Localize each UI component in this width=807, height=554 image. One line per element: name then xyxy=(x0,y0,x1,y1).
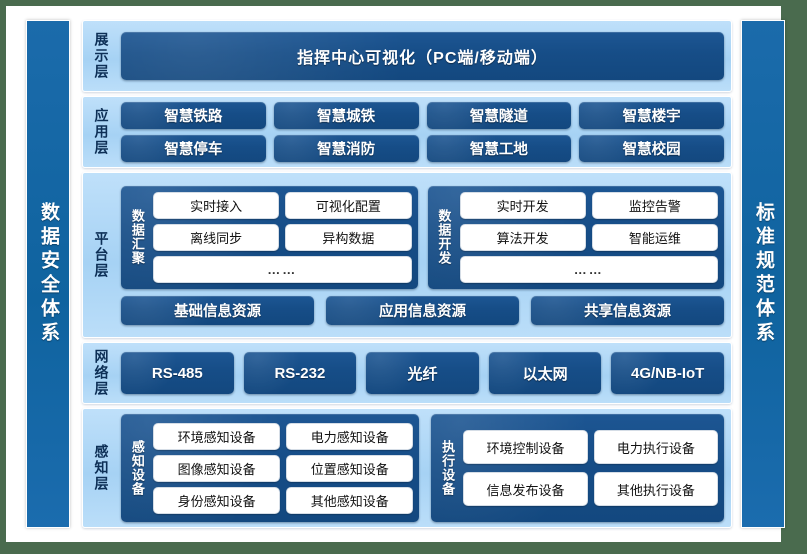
side-band-data-security: 数据安全体系 xyxy=(26,20,70,528)
resource-shared-information[interactable]: 共享信息资源 xyxy=(531,295,724,325)
layer-platform: 平台层 数据汇聚 实时接入 可视化配置 xyxy=(82,172,732,338)
app-item-smart-parking[interactable]: 智慧停车 xyxy=(121,135,266,162)
network-item-rs232[interactable]: RS-232 xyxy=(243,352,357,394)
layer-network-label-box: 网络层 xyxy=(83,343,119,403)
layer-network-label: 网络层 xyxy=(93,349,110,397)
resource-application-information[interactable]: 应用信息资源 xyxy=(326,295,519,325)
chip-monitoring-alarm[interactable]: 监控告警 xyxy=(591,191,718,219)
layer-stack: 展示层 指挥中心可视化（PC端/移动端） 应用层 智慧铁路 智慧城铁 智慧隧道 … xyxy=(82,20,732,528)
layer-application-label-box: 应用层 xyxy=(83,97,119,167)
sensing-group-2-title-box: 执行设备 xyxy=(437,420,457,516)
layer-sensing-label-box: 感知层 xyxy=(83,409,119,527)
chip-realtime-development[interactable]: 实时开发 xyxy=(459,191,586,219)
chip-algorithm-development[interactable]: 算法开发 xyxy=(459,223,586,251)
app-item-smart-railway[interactable]: 智慧铁路 xyxy=(121,102,266,129)
platform-resources-row: 基础信息资源 应用信息资源 共享信息资源 xyxy=(121,295,724,325)
sensing-group-sensing-devices: 感知设备 环境感知设备 电力感知设备 图像感知设备 位置感知设备 xyxy=(121,414,419,522)
chip-power-actuator-device[interactable]: 电力执行设备 xyxy=(593,430,718,464)
layer-display-body: 指挥中心可视化（PC端/移动端） xyxy=(119,21,731,91)
chip-information-release-device[interactable]: 信息发布设备 xyxy=(463,472,588,506)
chip-development-more[interactable]: …… xyxy=(459,255,718,283)
sensing-group-1-title-box: 感知设备 xyxy=(127,420,147,516)
platform-group-1-row-2: 离线同步 异构数据 xyxy=(153,223,412,251)
platform-group-2-row-1: 实时开发 监控告警 xyxy=(459,191,718,219)
platform-group-data-aggregation: 数据汇聚 实时接入 可视化配置 离线同步 异构数据 xyxy=(121,186,418,289)
sensing-groups: 感知设备 环境感知设备 电力感知设备 图像感知设备 位置感知设备 xyxy=(121,414,724,522)
sensing-group-1-row-2: 图像感知设备 位置感知设备 xyxy=(153,454,414,482)
resource-basic-information[interactable]: 基础信息资源 xyxy=(121,295,314,325)
platform-group-data-development: 数据开发 实时开发 监控告警 算法开发 智能运维 xyxy=(428,186,725,289)
network-items-row: RS-485 RS-232 光纤 以太网 4G/NB-IoT xyxy=(121,352,724,394)
layer-platform-label-box: 平台层 xyxy=(83,173,119,337)
app-item-smart-tunnel[interactable]: 智慧隧道 xyxy=(426,102,572,129)
platform-group-1-row-1: 实时接入 可视化配置 xyxy=(153,191,412,219)
layer-display-label: 展示层 xyxy=(93,32,110,80)
side-band-standard-specification: 标准规范体系 xyxy=(741,20,785,528)
sensing-group-2-title: 执行设备 xyxy=(440,440,456,496)
network-item-rs485[interactable]: RS-485 xyxy=(121,352,234,394)
layer-sensing: 感知层 感知设备 环境感知设备 电力感知设备 xyxy=(82,408,732,528)
platform-group-2-row-2: 算法开发 智能运维 xyxy=(459,223,718,251)
layer-sensing-label: 感知层 xyxy=(93,444,110,492)
display-banner[interactable]: 指挥中心可视化（PC端/移动端） xyxy=(121,32,724,80)
platform-group-1-title-box: 数据汇聚 xyxy=(127,192,147,283)
sensing-group-1-row-3: 身份感知设备 其他感知设备 xyxy=(153,486,414,514)
layer-network: 网络层 RS-485 RS-232 光纤 以太网 4G/NB-IoT xyxy=(82,342,732,404)
chip-power-sensing-device[interactable]: 电力感知设备 xyxy=(286,422,414,450)
sensing-group-1-grid: 环境感知设备 电力感知设备 图像感知设备 位置感知设备 身份感知设备 其他感知设… xyxy=(153,420,414,516)
platform-group-1-row-3: …… xyxy=(153,255,412,283)
network-item-fiber[interactable]: 光纤 xyxy=(366,352,479,394)
network-item-4g-nbiot[interactable]: 4G/NB-IoT xyxy=(611,352,724,394)
chip-image-sensing-device[interactable]: 图像感知设备 xyxy=(153,454,281,482)
platform-group-2-title: 数据开发 xyxy=(436,209,452,265)
platform-group-2-title-box: 数据开发 xyxy=(434,192,454,283)
layer-display: 展示层 指挥中心可视化（PC端/移动端） xyxy=(82,20,732,92)
diagram-canvas: 数据安全体系 标准规范体系 展示层 指挥中心可视化（PC端/移动端） 应用层 智… xyxy=(6,6,785,542)
chip-environment-sensing-device[interactable]: 环境感知设备 xyxy=(153,422,281,450)
layer-platform-label: 平台层 xyxy=(93,231,110,279)
chip-offline-sync[interactable]: 离线同步 xyxy=(153,223,280,251)
app-item-smart-campus[interactable]: 智慧校园 xyxy=(579,135,724,162)
sensing-group-1-title: 感知设备 xyxy=(129,440,145,496)
chip-identity-sensing-device[interactable]: 身份感知设备 xyxy=(153,486,281,514)
sensing-group-2-grid: 环境控制设备 电力执行设备 信息发布设备 其他执行设备 xyxy=(463,420,718,516)
platform-group-2-row-3: …… xyxy=(459,255,718,283)
application-row-1: 智慧铁路 智慧城铁 智慧隧道 智慧楼宇 xyxy=(121,102,724,129)
chip-visual-config[interactable]: 可视化配置 xyxy=(285,191,412,219)
chip-intelligent-ops[interactable]: 智能运维 xyxy=(591,223,718,251)
layer-platform-body: 数据汇聚 实时接入 可视化配置 离线同步 异构数据 xyxy=(119,173,731,337)
platform-group-1-title: 数据汇聚 xyxy=(129,209,145,265)
chip-other-actuator-device[interactable]: 其他执行设备 xyxy=(593,472,718,506)
layer-application-label: 应用层 xyxy=(93,108,110,156)
chip-realtime-ingest[interactable]: 实时接入 xyxy=(153,191,280,219)
layer-network-body: RS-485 RS-232 光纤 以太网 4G/NB-IoT xyxy=(119,343,731,403)
platform-groups: 数据汇聚 实时接入 可视化配置 离线同步 异构数据 xyxy=(121,186,724,289)
chip-environment-control-device[interactable]: 环境控制设备 xyxy=(463,430,588,464)
network-item-ethernet[interactable]: 以太网 xyxy=(488,352,602,394)
layer-application: 应用层 智慧铁路 智慧城铁 智慧隧道 智慧楼宇 智慧停车 智慧消防 智慧工地 智… xyxy=(82,96,732,168)
layer-application-body: 智慧铁路 智慧城铁 智慧隧道 智慧楼宇 智慧停车 智慧消防 智慧工地 智慧校园 xyxy=(119,97,731,167)
chip-other-sensing-device[interactable]: 其他感知设备 xyxy=(286,486,414,514)
platform-group-2-grid: 实时开发 监控告警 算法开发 智能运维 …… xyxy=(459,191,718,283)
app-item-smart-building[interactable]: 智慧楼宇 xyxy=(579,102,724,129)
layer-display-label-box: 展示层 xyxy=(83,21,119,91)
sensing-group-2-row-1: 环境控制设备 电力执行设备 xyxy=(463,430,718,464)
app-item-smart-metro[interactable]: 智慧城铁 xyxy=(273,102,419,129)
chip-position-sensing-device[interactable]: 位置感知设备 xyxy=(286,454,414,482)
layer-sensing-body: 感知设备 环境感知设备 电力感知设备 图像感知设备 位置感知设备 xyxy=(119,409,731,527)
sensing-group-2-row-2: 信息发布设备 其他执行设备 xyxy=(463,472,718,506)
app-item-smart-construction[interactable]: 智慧工地 xyxy=(426,135,572,162)
sensing-group-actuator-devices: 执行设备 环境控制设备 电力执行设备 信息发布设备 其他执行设备 xyxy=(431,414,724,522)
chip-aggregation-more[interactable]: …… xyxy=(153,255,412,283)
chip-heterogeneous-data[interactable]: 异构数据 xyxy=(285,223,412,251)
side-band-left-label: 数据安全体系 xyxy=(37,202,59,346)
platform-group-1-grid: 实时接入 可视化配置 离线同步 异构数据 …… xyxy=(153,191,412,283)
app-item-smart-firefighting[interactable]: 智慧消防 xyxy=(273,135,419,162)
sensing-group-1-row-1: 环境感知设备 电力感知设备 xyxy=(153,422,414,450)
side-band-right-label: 标准规范体系 xyxy=(752,202,774,346)
application-row-2: 智慧停车 智慧消防 智慧工地 智慧校园 xyxy=(121,135,724,162)
